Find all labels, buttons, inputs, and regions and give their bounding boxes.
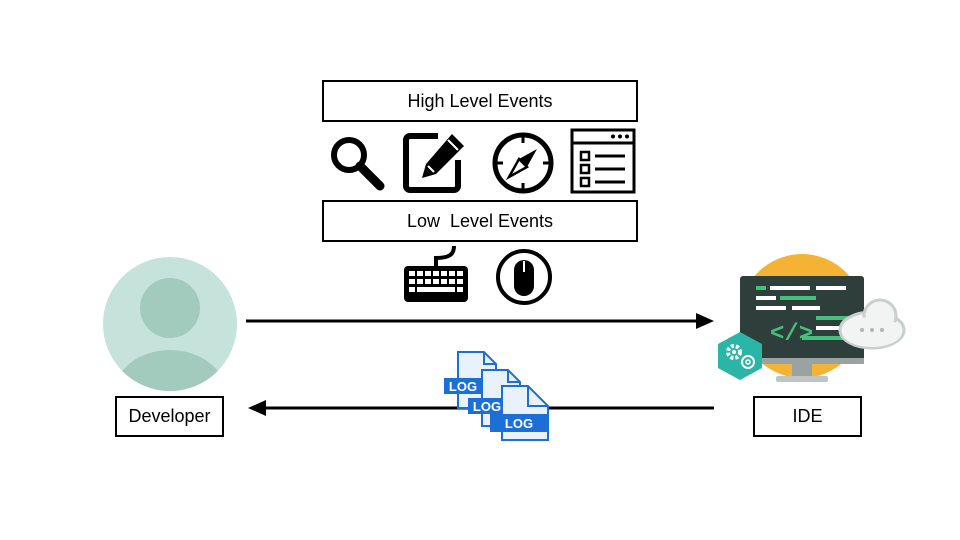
ide-box: IDE xyxy=(753,396,862,437)
svg-text:</>: </> xyxy=(770,321,813,348)
low-level-events-label: Low Level Events xyxy=(406,210,554,231)
ide-illustration: </> xyxy=(718,254,906,382)
window-list-icon xyxy=(570,128,636,194)
keyboard-icon xyxy=(404,245,468,302)
search-icon xyxy=(331,137,385,191)
log-text-1: LOG xyxy=(449,379,477,394)
edit-icon xyxy=(403,133,464,193)
mouse-icon xyxy=(496,249,552,305)
log-text-3: LOG xyxy=(505,416,533,431)
low-level-events-box: Low Level Events xyxy=(322,200,638,242)
gear-icon xyxy=(718,332,762,380)
log-text-2: LOG xyxy=(473,399,501,414)
high-level-events-label: High Level Events xyxy=(407,90,553,111)
developer-box: Developer xyxy=(115,396,224,437)
log-files-icon: LOG LOG LOG xyxy=(444,351,549,441)
developer-label: Developer xyxy=(128,406,211,426)
ide-label: IDE xyxy=(792,406,823,426)
compass-icon xyxy=(492,132,554,194)
arrow-developer-to-ide xyxy=(246,313,714,329)
avatar xyxy=(103,257,237,391)
high-level-events-box: High Level Events xyxy=(322,80,638,122)
